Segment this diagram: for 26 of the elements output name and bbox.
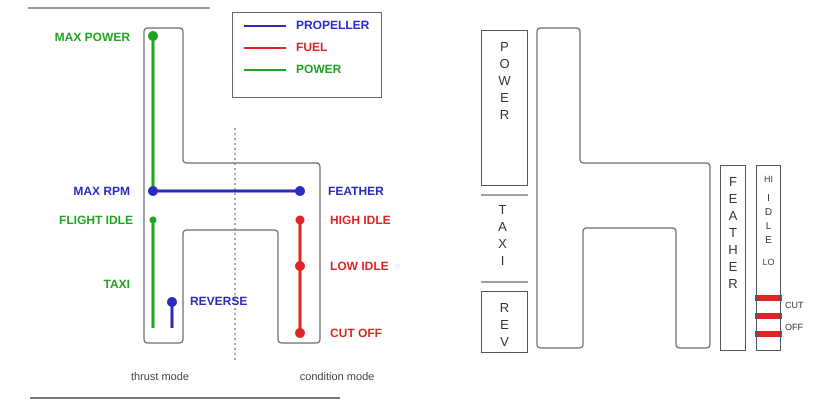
position-label: FLIGHT IDLE xyxy=(59,213,133,227)
legend-text: FUEL xyxy=(296,40,328,54)
position-label: FEATHER xyxy=(328,184,384,198)
scale-label: LO xyxy=(762,257,774,268)
scale-label: CUT OFF xyxy=(785,299,804,334)
scale-label: IDLE xyxy=(763,193,774,249)
position-label: LOW IDLE xyxy=(330,259,389,273)
legend-text: POWER xyxy=(296,62,342,76)
scale-label: POWER xyxy=(497,39,512,124)
position-label: MAX RPM xyxy=(73,184,130,198)
legend-text: PROPELLER xyxy=(296,18,370,32)
scale-label: HI xyxy=(764,174,773,185)
position-label: REVERSE xyxy=(190,294,248,308)
position-label: TAXI xyxy=(495,202,510,270)
gauge-scale-panel xyxy=(720,165,746,351)
gauge-scale-panel xyxy=(481,30,528,186)
scale-label: FEATHER xyxy=(726,174,740,293)
gauge-scale-panel xyxy=(481,291,528,353)
mode-label: condition mode xyxy=(300,371,374,383)
scale-label: REV xyxy=(497,300,512,351)
position-label: TAXI xyxy=(104,277,130,291)
position-label: CUT OFF xyxy=(330,326,382,340)
gauge-scale-panel xyxy=(756,165,781,351)
position-label: MAX POWER xyxy=(54,30,130,44)
position-label: HIGH IDLE xyxy=(330,213,391,227)
mode-label: thrust mode xyxy=(130,371,190,383)
